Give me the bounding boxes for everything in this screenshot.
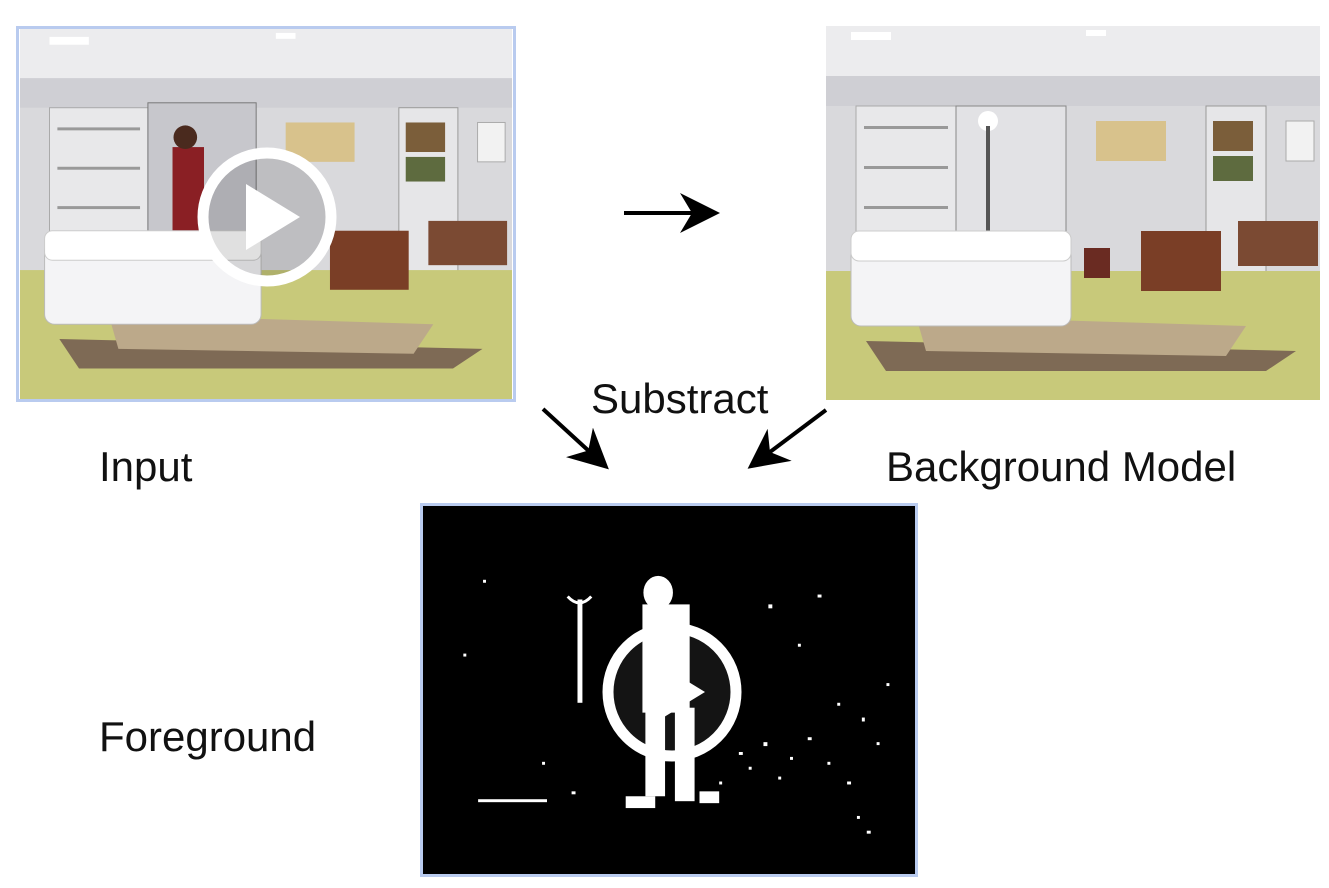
arrow-down-left bbox=[747, 408, 828, 469]
input-label: Input bbox=[99, 443, 193, 490]
substract-label: Substract bbox=[591, 375, 769, 422]
arrow-down-right bbox=[541, 407, 609, 470]
foreground-label: Foreground bbox=[99, 713, 317, 760]
play-icon[interactable] bbox=[599, 619, 745, 765]
background-model-label: Background Model bbox=[886, 443, 1237, 490]
foreground-video-frame[interactable] bbox=[420, 503, 918, 877]
input-video-frame[interactable] bbox=[16, 26, 516, 402]
background-model-image bbox=[826, 26, 1320, 400]
input-room-image bbox=[19, 29, 513, 399]
play-icon[interactable] bbox=[194, 144, 340, 290]
